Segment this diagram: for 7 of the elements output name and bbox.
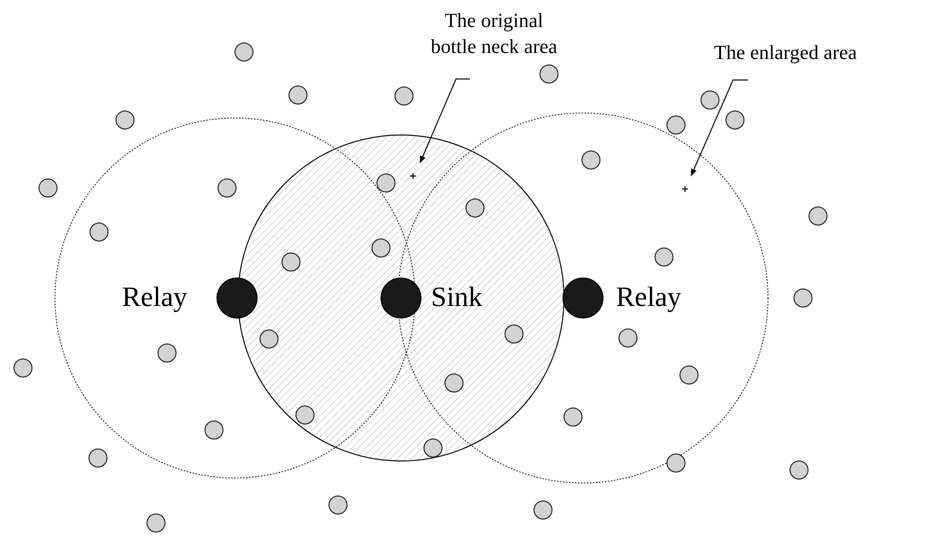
leader-line xyxy=(420,78,470,164)
leader-line xyxy=(690,80,748,176)
node-label: Relay xyxy=(616,281,682,315)
node-label: Relay xyxy=(122,281,188,315)
node-label: Sink xyxy=(431,281,482,315)
callout-text: The enlarged area xyxy=(714,41,858,66)
callout-text: The original bottle neck area xyxy=(430,9,558,60)
